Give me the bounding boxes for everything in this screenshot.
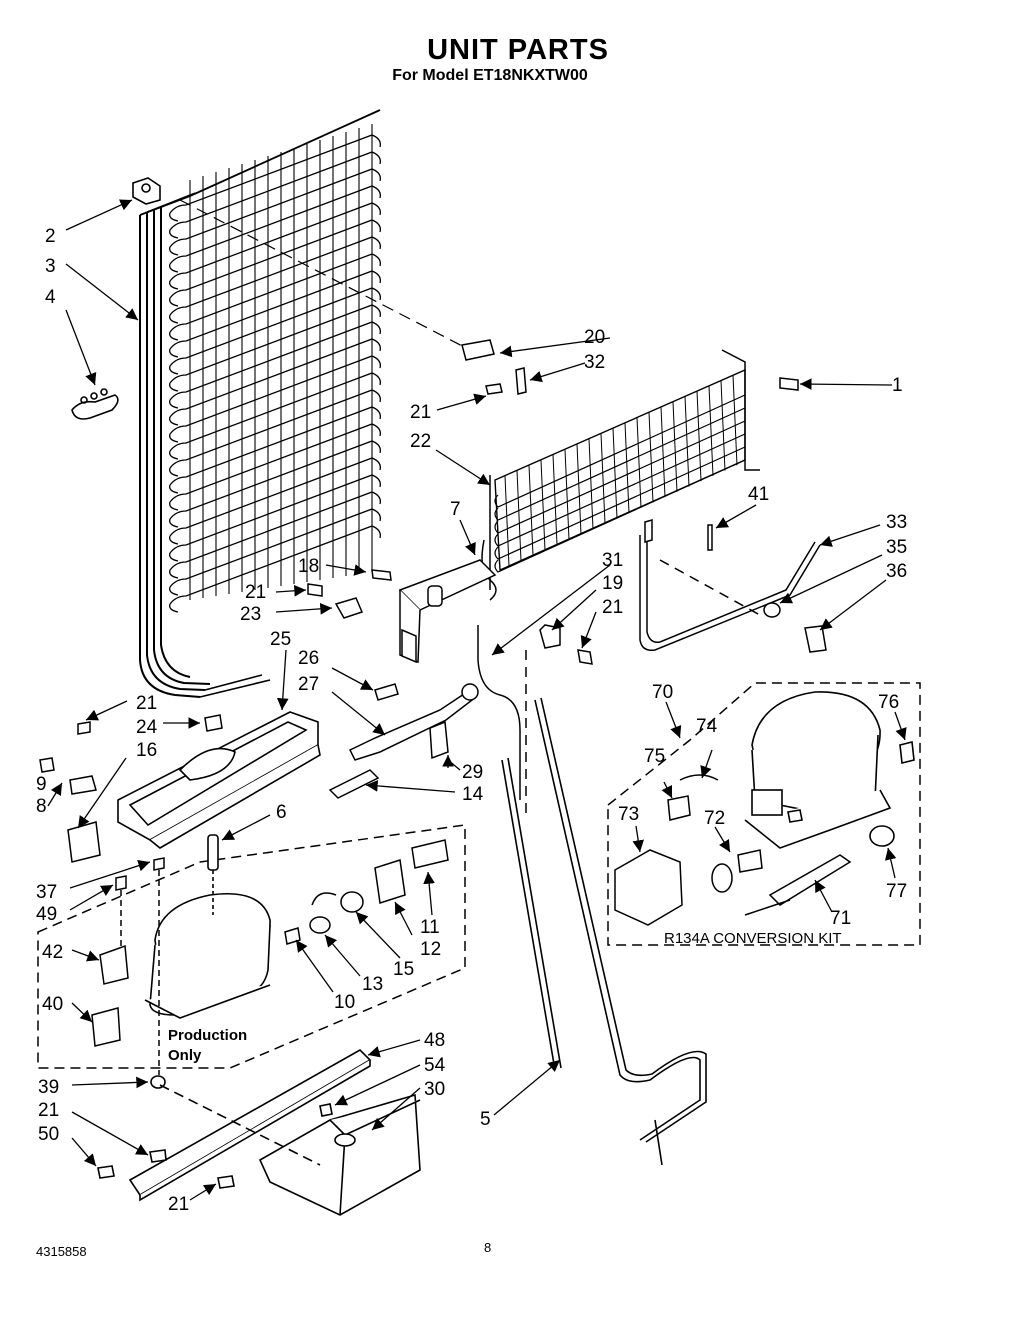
kit-compressor	[744, 691, 915, 849]
callout-27: 27	[298, 674, 319, 695]
callout-18: 18	[298, 556, 319, 577]
document-number: 4315858	[36, 1244, 87, 1259]
callout-21: 21	[38, 1100, 59, 1121]
callout-5: 5	[480, 1109, 491, 1130]
callout-21: 21	[410, 402, 431, 423]
callout-26: 26	[298, 648, 319, 669]
callout-21: 21	[168, 1194, 189, 1215]
callout-30: 30	[424, 1079, 445, 1100]
callout-42: 42	[42, 942, 63, 963]
callout-21: 21	[136, 693, 157, 714]
suction-line-part-5	[501, 697, 707, 1166]
page-number: 8	[484, 1240, 492, 1255]
coil-bracket-part-2	[132, 177, 161, 205]
callout-50: 50	[38, 1124, 59, 1145]
callout-7: 7	[450, 499, 461, 520]
callout-70: 70	[652, 682, 673, 703]
callout-6: 6	[276, 802, 287, 823]
condenser-coil	[139, 109, 381, 698]
compressor	[144, 834, 271, 1019]
callout-73: 73	[618, 804, 639, 825]
heater-parts	[639, 519, 827, 653]
callout-77: 77	[886, 881, 907, 902]
callout-8: 8	[36, 796, 47, 817]
callout-3: 3	[45, 256, 56, 277]
callout-40: 40	[42, 994, 63, 1015]
production-only-box	[37, 824, 466, 1069]
evaporator-coil	[481, 349, 760, 601]
production-note-line2: Only	[168, 1047, 202, 1064]
callout-21: 21	[602, 597, 623, 618]
callout-25: 25	[270, 629, 291, 650]
clip-part-23	[307, 583, 364, 619]
callout-15: 15	[393, 959, 414, 980]
callout-29: 29	[462, 762, 483, 783]
coil-clip-part-4	[71, 388, 119, 420]
callout-39: 39	[38, 1077, 59, 1098]
small-hardware-left	[39, 714, 223, 863]
callout-72: 72	[704, 808, 725, 829]
leader-lines	[47, 199, 907, 1201]
relay-overload-parts	[91, 944, 129, 1047]
callout-76: 76	[878, 692, 899, 713]
callout-32: 32	[584, 352, 605, 373]
callout-35: 35	[886, 537, 907, 558]
callout-36: 36	[886, 561, 907, 582]
callout-12: 12	[420, 939, 441, 960]
callout-14: 14	[462, 784, 484, 805]
callout-16: 16	[136, 740, 157, 761]
callout-33: 33	[886, 512, 907, 533]
callout-4: 4	[45, 287, 56, 308]
callout-54: 54	[424, 1055, 446, 1076]
page-title: UNIT PARTS	[427, 34, 609, 66]
callout-9: 9	[36, 774, 47, 795]
callout-10: 10	[334, 992, 355, 1013]
callout-labels: 2 3 4 20 32 1 21 22 7 41 33 35 36 18 31 …	[36, 226, 907, 1215]
callout-41: 41	[748, 484, 769, 505]
conversion-kit-label: R134A CONVERSION KIT	[664, 930, 842, 947]
callout-1: 1	[892, 375, 903, 396]
drain-trough-part-7	[371, 559, 497, 664]
conversion-kit-box	[607, 682, 921, 946]
callout-31: 31	[602, 550, 623, 571]
callout-23: 23	[240, 604, 261, 625]
callout-24: 24	[136, 717, 158, 738]
callout-37: 37	[36, 882, 57, 903]
callout-48: 48	[424, 1030, 445, 1051]
callout-20: 20	[584, 327, 605, 348]
drain-tube-parts	[477, 624, 593, 820]
callout-11: 11	[420, 917, 440, 938]
callout-49: 49	[36, 904, 57, 925]
screws-37-49	[115, 857, 165, 1075]
kit-small-parts	[614, 774, 852, 926]
callout-2: 2	[45, 226, 56, 247]
drain-pan-part-25	[117, 711, 321, 849]
callout-19: 19	[602, 573, 623, 594]
callout-71: 71	[830, 908, 851, 929]
small-hardware-upper	[461, 339, 799, 395]
callout-22: 22	[410, 431, 431, 452]
callout-75: 75	[644, 746, 665, 767]
base-rail	[97, 1049, 421, 1216]
model-subtitle: For Model ET18NKXTW00	[392, 67, 588, 84]
callout-13: 13	[362, 974, 383, 995]
defrost-parts	[328, 683, 479, 799]
callout-21: 21	[245, 582, 266, 603]
callout-74: 74	[696, 716, 718, 737]
production-note-line1: Production	[168, 1027, 247, 1044]
